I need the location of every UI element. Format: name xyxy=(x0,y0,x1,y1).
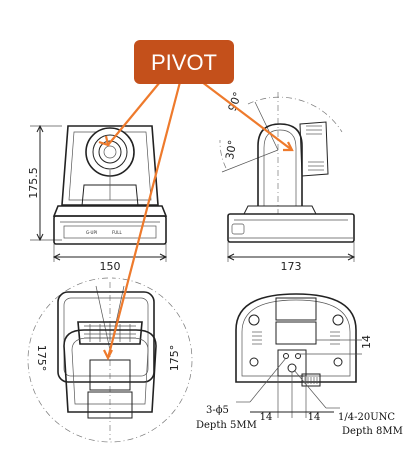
pivot-badge xyxy=(134,40,234,84)
front-face-text-right: FULL xyxy=(112,230,122,235)
hole-label: 3-ϕ5 xyxy=(206,405,229,416)
pivot-leader-top xyxy=(106,81,182,359)
spacing-right-label: 14 xyxy=(308,412,321,423)
thread-depth-label: Depth 8MM xyxy=(342,426,403,437)
hole-depth-label: Depth 5MM xyxy=(196,420,257,431)
pan-right-label: 175° xyxy=(168,345,181,372)
side-view: 90° 30° 173 xyxy=(219,90,356,273)
tilt-down-label: 30° xyxy=(223,139,239,160)
spacing-left-label: 14 xyxy=(260,412,273,423)
pivot-leader-front xyxy=(107,81,161,146)
pivot-label: PIVOT xyxy=(151,50,217,75)
pivot-callout: PIVOT xyxy=(98,40,294,361)
side-width-label: 173 xyxy=(281,260,302,273)
front-height-label: 175.5 xyxy=(27,167,40,199)
front-width-label: 150 xyxy=(100,260,121,273)
front-face-text-left: G-UPI xyxy=(86,230,97,235)
top-view: 175° 175° xyxy=(27,277,193,443)
pan-left-label: 175° xyxy=(35,345,48,372)
pivot-leader-side xyxy=(201,81,293,151)
front-view: 175.5 G-UPI FULL 150 xyxy=(27,124,168,273)
thread-label: 1/4-20UNC xyxy=(338,412,395,423)
spacing-vertical-label: 14 xyxy=(360,335,373,349)
tilt-up-label: 90° xyxy=(226,90,245,113)
bottom-view: 14 14 14 3-ϕ5 Depth 5MM 1/4-20UNC Depth … xyxy=(196,293,403,437)
